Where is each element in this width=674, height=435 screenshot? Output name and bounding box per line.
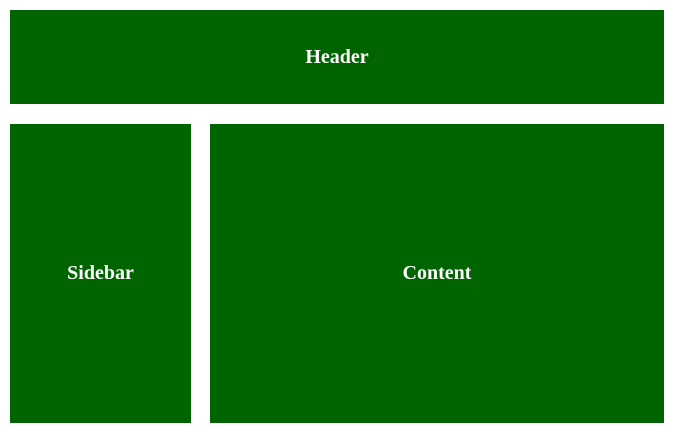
content-label: Content	[402, 262, 472, 284]
sidebar-label: Sidebar	[67, 262, 134, 284]
content-panel: Content	[210, 124, 664, 423]
header-label: Header	[305, 45, 369, 68]
sidebar-panel: Sidebar	[10, 124, 191, 423]
header-panel: Header	[10, 10, 664, 104]
